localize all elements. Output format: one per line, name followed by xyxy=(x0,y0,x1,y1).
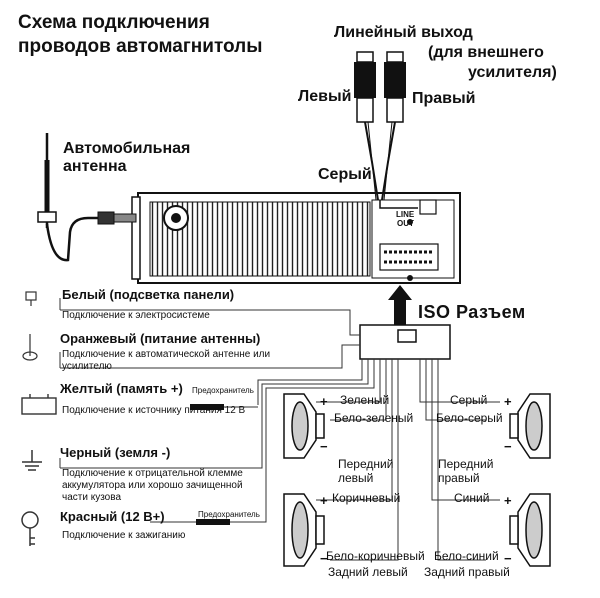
line-out-rca-plugs xyxy=(354,51,418,209)
fl-label-1: Передний xyxy=(338,457,394,471)
title-line-2: проводов автомагнитолы xyxy=(18,36,263,57)
line-out-right-label: Правый xyxy=(412,90,476,107)
ground-icon xyxy=(22,450,42,471)
wire-white-note: Подключение к электросистеме xyxy=(62,310,210,321)
speaker-rear-right xyxy=(509,493,551,567)
jack-label-out: OUT xyxy=(397,219,414,228)
wire-black-name: Черный (земля -) xyxy=(60,445,171,460)
wire-orange-name: Оранжевый (питание антенны) xyxy=(60,331,261,346)
rr-plus: + xyxy=(504,493,512,508)
fuse-yellow-label: Предохранитель xyxy=(192,386,254,395)
wire-yellow-note: Подключение к источнику питания 12 В xyxy=(62,405,246,416)
rl-minus-wire: Бело-коричневый xyxy=(326,549,425,563)
fuse-red xyxy=(196,519,230,525)
jack-label-line: LINE xyxy=(396,210,415,219)
line-out-note-2: усилителя) xyxy=(468,64,557,81)
fl-plus-wire: Зеленый xyxy=(340,393,390,407)
fl-minus-wire: Бело-зеленый xyxy=(334,411,414,425)
line-out-cable-label: Серый xyxy=(318,166,372,183)
fr-minus-wire: Бело-серый xyxy=(436,411,503,425)
fr-label-2: правый xyxy=(438,471,480,485)
wire-yellow-name: Желтый (память +) xyxy=(60,381,183,396)
rl-plus-wire: Коричневый xyxy=(332,491,401,505)
line-out-note-1: (для внешнего xyxy=(428,44,544,61)
ignition-key-icon xyxy=(21,511,39,546)
iso-connector-label: ISO Разъем xyxy=(418,302,526,322)
speaker-front-left xyxy=(283,393,325,459)
rr-label: Задний правый xyxy=(424,565,510,579)
fl-label-2: левый xyxy=(338,471,374,485)
panel-light-icon xyxy=(25,291,37,306)
fuse-red-label: Предохранитель xyxy=(198,510,260,519)
title-line-1: Схема подключения xyxy=(18,12,210,33)
antenna-icon xyxy=(22,334,38,361)
speaker-rear-left xyxy=(283,493,325,567)
wire-orange-note-2: усилителю xyxy=(62,361,112,372)
wire-white-name: Белый (подсветка панели) xyxy=(62,287,235,302)
antenna-label-2: антенна xyxy=(63,158,127,175)
line-out-left-label: Левый xyxy=(298,88,352,105)
fl-plus: + xyxy=(320,394,328,409)
wire-black-note-2: аккумулятора или хорошо зачищенной xyxy=(62,480,243,491)
wire-black-note-3: части кузова xyxy=(62,492,121,503)
rr-plus-wire: Синий xyxy=(454,491,490,505)
fr-plus-wire: Серый xyxy=(450,393,488,407)
rr-minus-wire: Бело-синий xyxy=(434,549,499,563)
car-antenna xyxy=(37,133,137,262)
head-unit xyxy=(131,192,461,284)
fuse-yellow xyxy=(190,404,258,410)
wire-orange-note-1: Подключение к автоматической антенне или xyxy=(62,349,271,360)
rr-minus: − xyxy=(504,551,512,566)
iso-connector xyxy=(359,285,451,360)
speaker-front-right xyxy=(509,393,551,459)
line-out-title: Линейный выход xyxy=(334,24,473,41)
rl-minus: − xyxy=(320,551,328,566)
fl-minus: − xyxy=(320,439,328,454)
fr-minus: − xyxy=(504,439,512,454)
wire-black-note-1: Подключение к отрицательной клемме xyxy=(62,468,243,479)
wire-red-name: Красный (12 В+) xyxy=(60,509,165,524)
battery-icon xyxy=(21,394,57,415)
wire-red-note: Подключение к зажиганию xyxy=(62,530,186,541)
rl-plus: + xyxy=(320,493,328,508)
fr-label-1: Передний xyxy=(438,457,494,471)
antenna-label-1: Автомобильная xyxy=(63,140,191,157)
harness-speakers xyxy=(316,359,500,561)
fr-plus: + xyxy=(504,394,512,409)
rl-label: Задний левый xyxy=(328,565,408,579)
